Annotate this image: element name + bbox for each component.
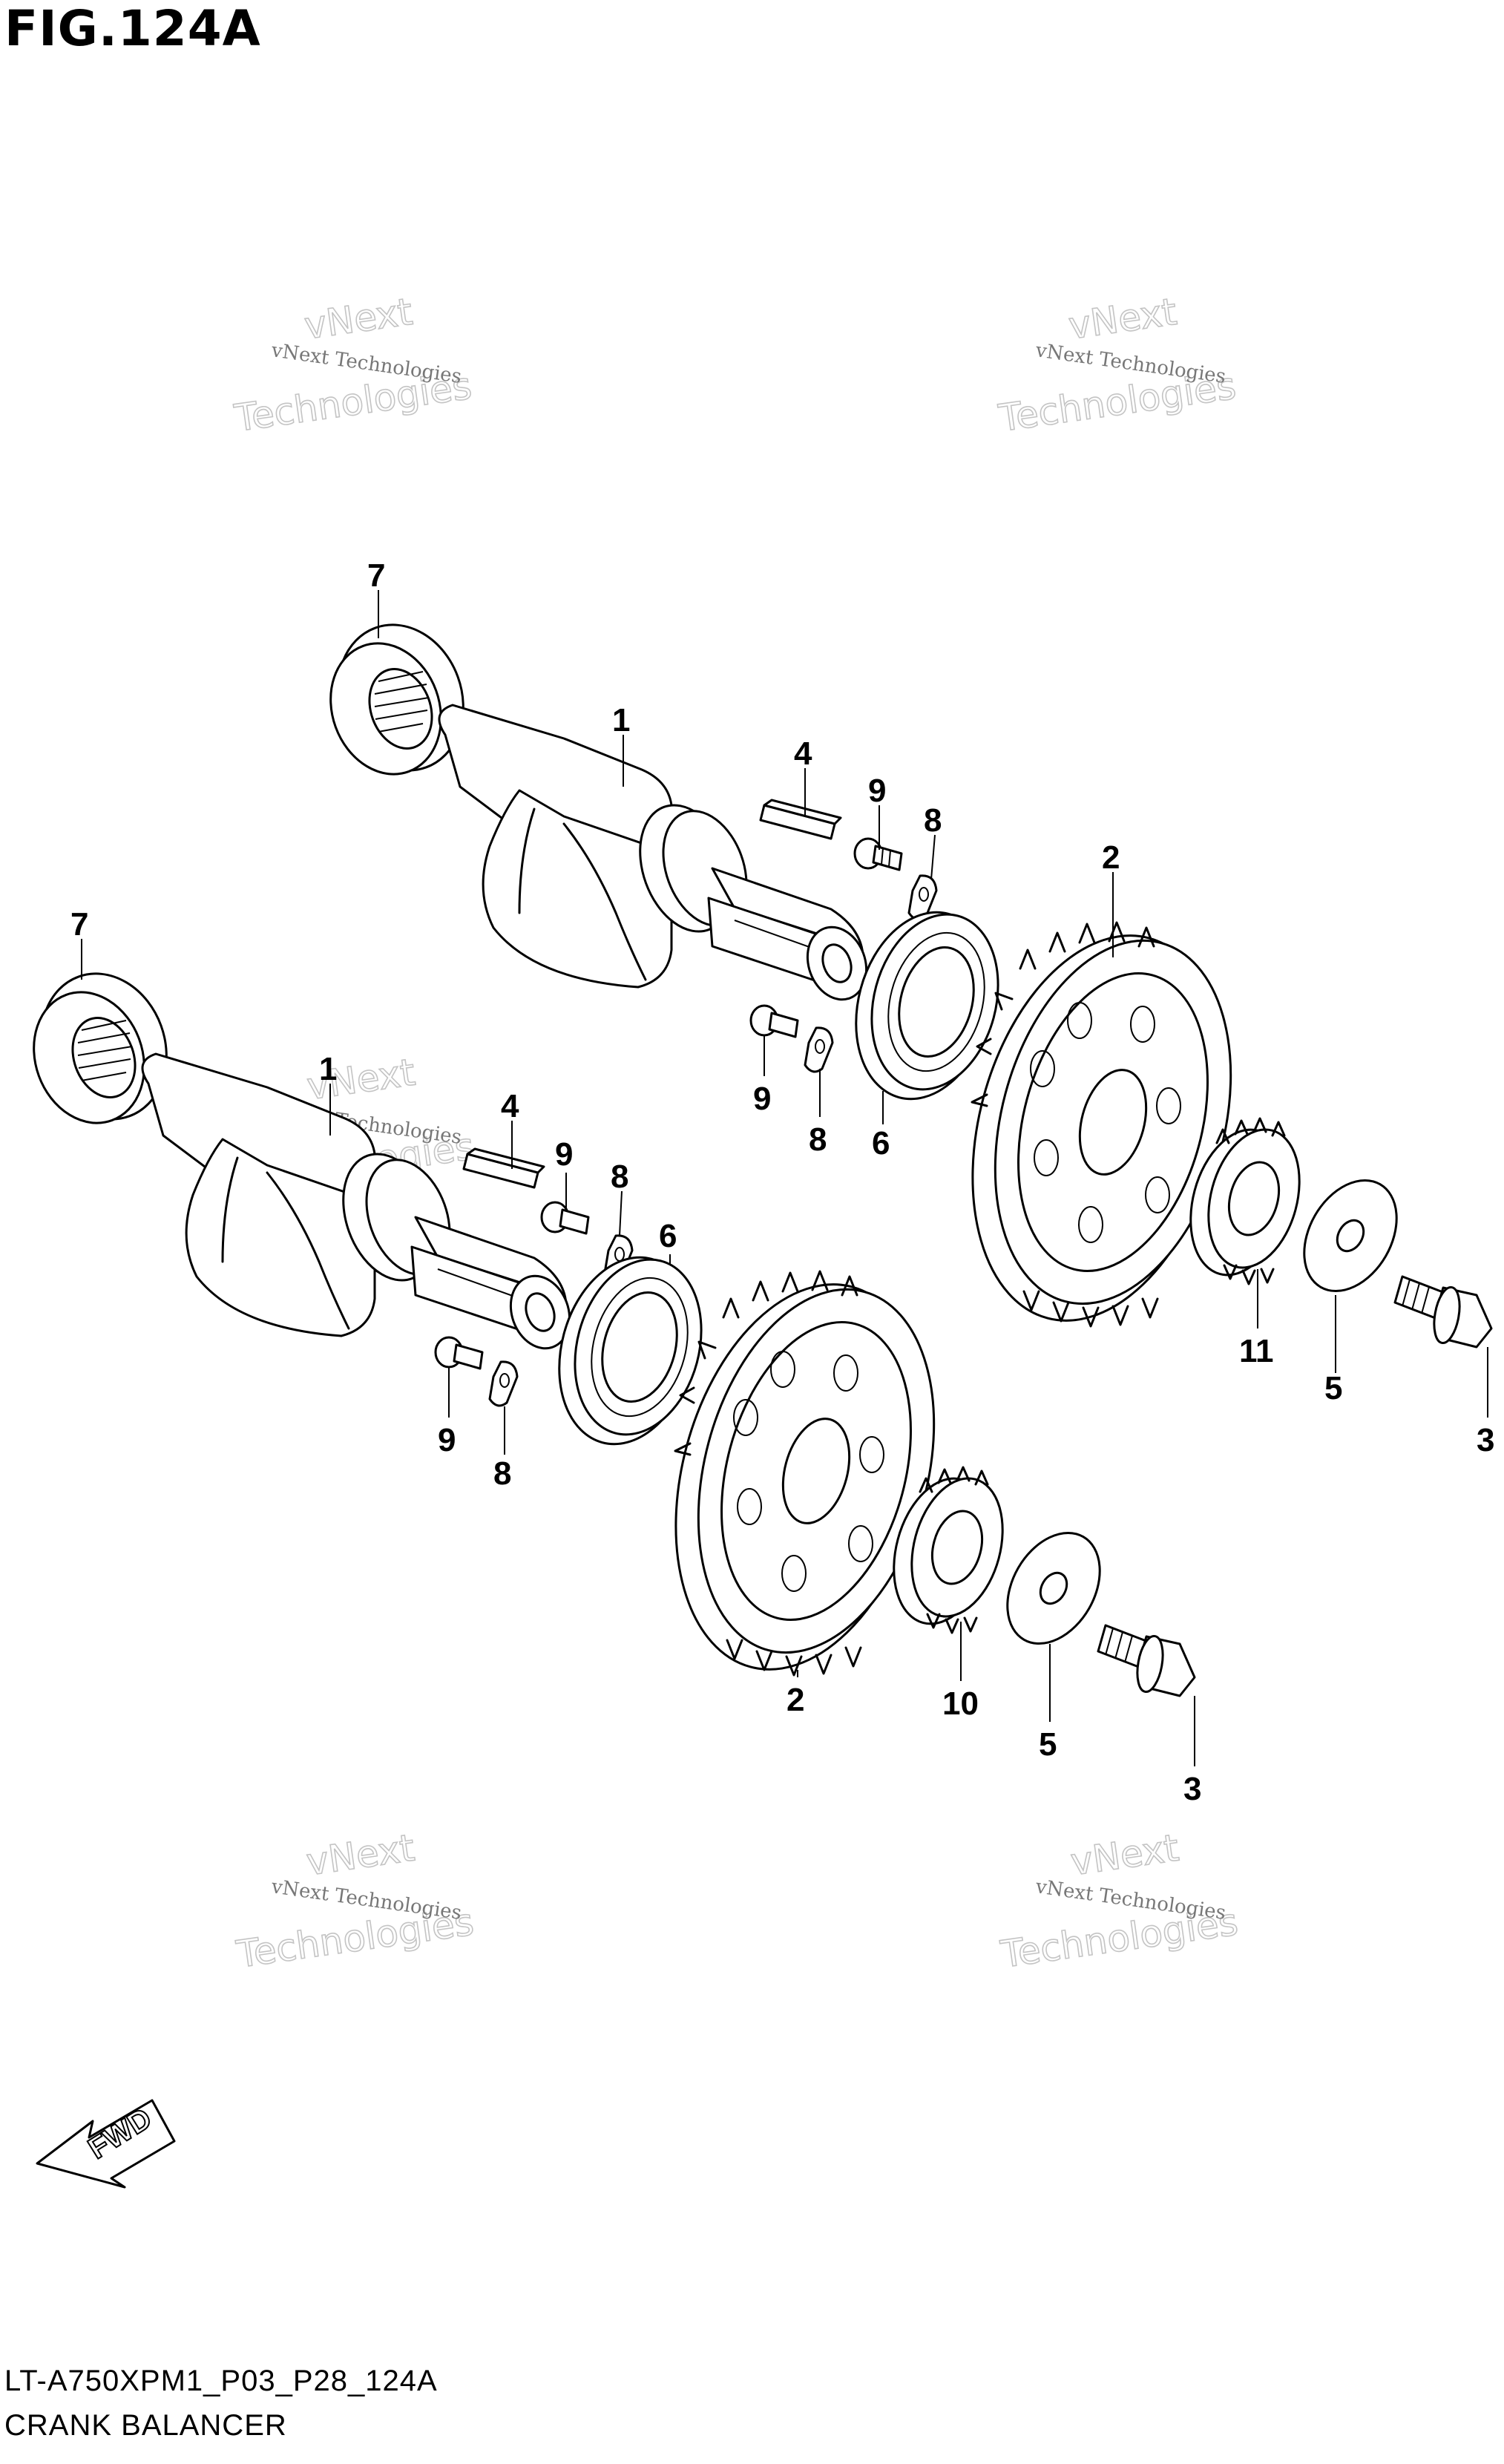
lock-washer-8-upper-lower — [804, 1026, 834, 1073]
callout-upper-key-4: 4 — [794, 735, 812, 772]
washer-5-upper — [1303, 1179, 1398, 1293]
figure-code: LT-A750XPM1_P03_P28_124A — [4, 2365, 438, 2397]
key-4-lower — [462, 1147, 545, 1189]
callout-lower-lower-bolt-9: 9 — [438, 1422, 456, 1458]
callout-lower-bolt-9: 9 — [555, 1136, 573, 1173]
callout-upper-gear-2: 2 — [1102, 839, 1120, 876]
watermark-big-1: vNext — [304, 1826, 418, 1884]
callout-lower-bearing-7: 7 — [70, 906, 88, 943]
ball-bearing-6-lower — [558, 1256, 703, 1446]
gear-2-lower — [674, 1270, 936, 1677]
callout-upper-washer-5: 5 — [1324, 1370, 1342, 1406]
callout-upper-lower-bolt-9: 9 — [753, 1081, 771, 1117]
callout-upper-bolt-9: 9 — [868, 773, 886, 809]
bolt-3-upper — [1393, 1275, 1493, 1349]
ball-bearing-6-upper — [855, 911, 999, 1101]
callout-upper-bearing-6: 6 — [872, 1125, 890, 1161]
callout-lower-bolt-3: 3 — [1183, 1771, 1201, 1807]
callout-upper-bearing-7: 7 — [367, 557, 385, 594]
callout-lower-key-4: 4 — [501, 1088, 519, 1124]
callout-lower-washer-8: 8 — [611, 1159, 628, 1195]
key-4-upper — [759, 799, 842, 840]
callout-gear-11: 11 — [1239, 1333, 1274, 1369]
callout-lower-gear-2: 2 — [787, 1682, 804, 1718]
callout-gear-10: 10 — [942, 1685, 979, 1722]
leader-lines — [81, 590, 1488, 1766]
callout-lower-shaft-1: 1 — [319, 1051, 337, 1087]
needle-bearing-7-upper — [329, 623, 464, 776]
lock-washer-8-lower-lower — [488, 1360, 519, 1407]
figure-caption: CRANK BALANCER — [4, 2409, 287, 2442]
balancer-shaft-1-upper — [438, 704, 868, 1001]
callout-upper-bolt-3: 3 — [1477, 1422, 1494, 1458]
bolt-9-lower — [540, 1201, 590, 1235]
watermark-big-1: vNext — [1068, 1826, 1182, 1884]
washer-5-lower — [1006, 1531, 1101, 1645]
gear-11 — [1189, 1117, 1301, 1285]
gear-10 — [893, 1466, 1004, 1634]
watermark-big-1: vNext — [1066, 290, 1180, 348]
callout-lower-bearing-6: 6 — [659, 1218, 677, 1254]
bolt-3-lower — [1097, 1624, 1196, 1697]
gear-2-upper — [971, 921, 1232, 1328]
figure-title: FIG.124A — [4, 0, 261, 57]
callout-lower-washer-5: 5 — [1039, 1726, 1057, 1763]
fwd-arrow-icon: FWD — [36, 2099, 176, 2189]
callout-upper-lower-washer-8: 8 — [809, 1121, 827, 1158]
callout-lower-lower-washer-8: 8 — [493, 1455, 511, 1492]
bolt-9-upper-lower — [749, 1004, 799, 1038]
watermark-big-1: vNext — [302, 290, 416, 348]
balancer-shaft-1-lower — [141, 1052, 571, 1350]
bolt-9-lower-lower — [434, 1336, 484, 1370]
callout-upper-shaft-1: 1 — [612, 702, 630, 738]
callout-upper-washer-8: 8 — [924, 802, 942, 839]
needle-bearing-7-lower — [33, 972, 168, 1124]
bolt-9-upper — [853, 837, 903, 871]
